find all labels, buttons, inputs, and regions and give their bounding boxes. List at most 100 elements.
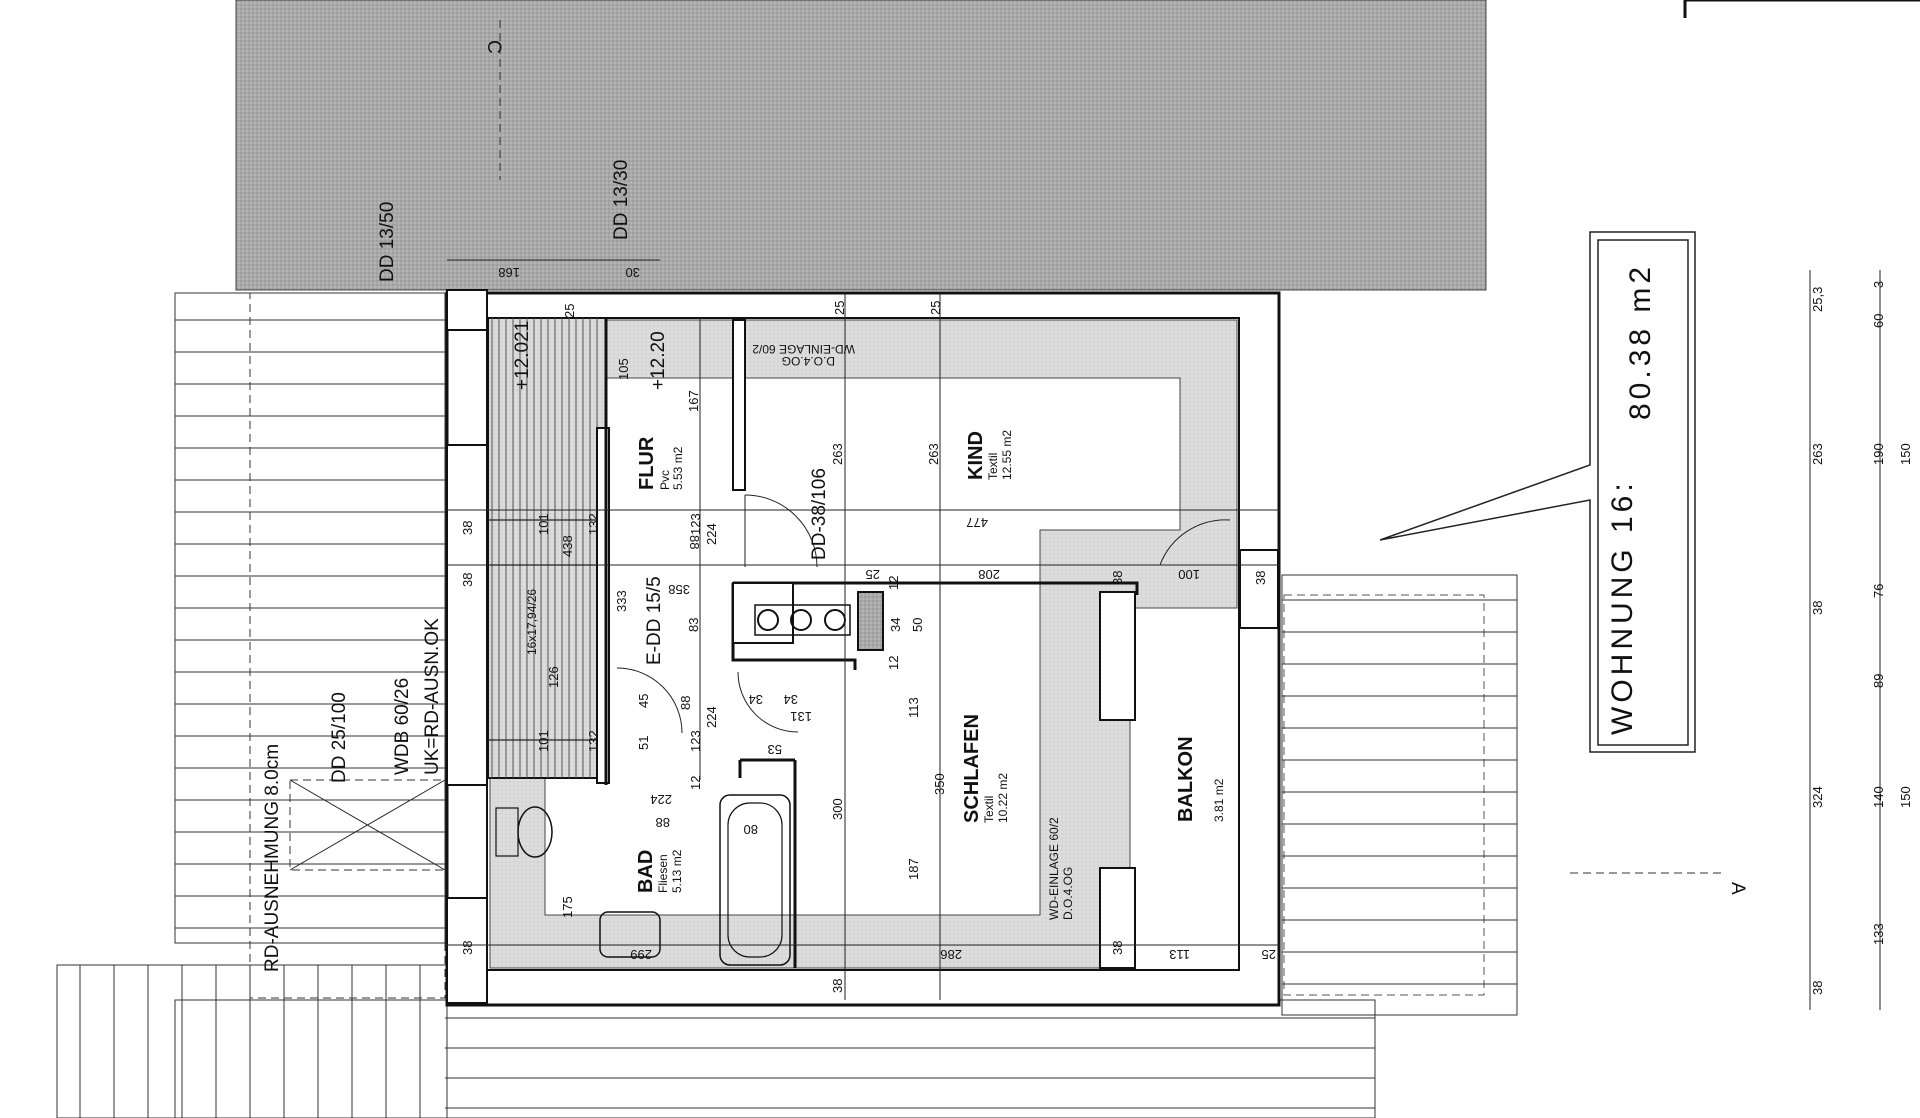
apartment-callout [1379, 231, 1696, 753]
dim: 477 [966, 515, 988, 530]
note-wd-einlage-top: WD-EINLAGE 60/2 [752, 342, 855, 356]
left-building-stripes [56, 292, 1376, 1118]
dim: 34 [888, 618, 903, 632]
right-dim: 76 [1871, 584, 1886, 598]
dim: 263 [830, 443, 845, 465]
right-dim: 38 [1810, 981, 1825, 995]
dim: 38 [460, 521, 475, 535]
bathroom-fixtures [495, 794, 791, 966]
dim: 123 [688, 730, 703, 752]
dim: 100 [1178, 567, 1200, 582]
dim: 88 [687, 535, 702, 549]
right-dim: 190 [1871, 443, 1886, 465]
dim: 224 [704, 706, 719, 728]
room-balkon-area: 3.81 m2 [1212, 778, 1226, 822]
dim: 132 [586, 730, 601, 752]
room-balkon-name: BALKON [1175, 736, 1197, 822]
dim: 88 [678, 696, 693, 710]
inner-walls [446, 289, 1279, 1004]
right-dim: 38 [1810, 601, 1825, 615]
dim: 113 [1169, 947, 1190, 962]
dim: 25 [866, 567, 880, 582]
dim: 38 [1110, 941, 1125, 955]
note-dd-25-100: DD 25/100 [329, 692, 350, 783]
dim: 25 [832, 301, 847, 315]
dim: 30 [626, 265, 640, 280]
dim: 208 [978, 567, 1000, 582]
note-dd-13-50: DD 13/50 [377, 202, 398, 282]
right-dim: 263 [1810, 443, 1825, 465]
plan-labels: C A DD 13/50 DD 13/30 DD 25/100 WDB 60/2… [262, 40, 1748, 972]
dim: 12 [886, 576, 901, 590]
section-c-label: C [483, 40, 504, 54]
dim: 350 [932, 773, 947, 795]
staircase [487, 317, 607, 779]
dim: 300 [830, 798, 845, 820]
dim: 88 [656, 815, 670, 830]
room-bad-area: 5.13 m2 [670, 849, 684, 893]
dim: 25 [1262, 947, 1276, 962]
dim: 132 [586, 513, 601, 535]
room-kind-floor: Textil [986, 453, 1000, 480]
right-dim: 60 [1871, 314, 1886, 328]
dim: 34 [784, 692, 798, 707]
right-dim: 89 [1871, 674, 1886, 688]
dimension-numbers: 168 30 25 25 25 105 167 263 263 477 38 3… [460, 265, 1276, 993]
dim: 187 [906, 858, 921, 880]
dim: 168 [498, 265, 520, 280]
dim: 167 [686, 390, 701, 412]
note-uk: UK=RD-AUSN.OK [422, 618, 443, 775]
doors [616, 494, 1231, 734]
dim: 25 [928, 301, 943, 315]
dim: 38 [460, 941, 475, 955]
right-dim: 140 [1871, 786, 1886, 808]
note-rd-aus: RD-AUSNEHMUNG 8.0cm [262, 744, 283, 972]
dim: 101 [536, 513, 551, 535]
dim: 50 [910, 618, 925, 632]
room-flur-floor: Pvc [658, 470, 672, 490]
right-dim: 150 [1898, 443, 1913, 465]
dim: 25 [562, 304, 577, 318]
dim: 105 [616, 358, 631, 380]
dim: 224 [650, 792, 672, 807]
room-bad-name: BAD [635, 850, 657, 893]
neighbour-area [235, 0, 1487, 291]
note-dd-13-30: DD 13/30 [611, 160, 632, 240]
dim: 286 [940, 947, 962, 962]
dim: 131 [790, 709, 812, 724]
right-dim: 133 [1871, 923, 1886, 945]
dim: 333 [614, 590, 629, 612]
right-dimension-chain: 25,3 263 38 324 38 60 190 76 89 140 133 … [1810, 281, 1913, 995]
room-schlafen-name: SCHLAFEN [961, 714, 983, 823]
room-schlafen-area: 10.22 m2 [996, 773, 1010, 823]
dim: 38 [1110, 571, 1125, 585]
right-dim: 150 [1898, 786, 1913, 808]
dim: 83 [686, 618, 701, 632]
dim: 80 [744, 822, 758, 837]
note-dd-38-106: DD-38/106 [809, 468, 830, 560]
right-dim: 3 [1871, 281, 1886, 288]
room-bad-floor: Fliesen [656, 854, 670, 893]
dim: 224 [704, 523, 719, 545]
note-e-dd: E-DD 15/5 [644, 576, 665, 665]
dim: 45 [636, 694, 651, 708]
dim: 53 [768, 742, 782, 757]
dim: 263 [926, 443, 941, 465]
note-wd-bottom-sub: D.O.4.OG [1061, 867, 1075, 920]
note-stairs: 16x17,94/26 [525, 589, 539, 655]
note-wdb: WDB 60/26 [392, 678, 413, 775]
balcony-stripes [1281, 574, 1518, 1016]
dim: 299 [630, 947, 652, 962]
dim: 12 [886, 656, 901, 670]
dim: 101 [536, 730, 551, 752]
dim: 34 [749, 692, 763, 707]
note-wd-top-sub: D.O.4.OG [782, 354, 835, 368]
dim: 38 [830, 979, 845, 993]
dim: 51 [636, 736, 651, 750]
dim: 126 [546, 666, 561, 688]
dim: 123 [688, 513, 703, 535]
apartment-title: WOHNUNG 16: [1606, 479, 1639, 735]
room-flur-name: FLUR [636, 436, 658, 490]
dimension-lines [249, 0, 1920, 1010]
